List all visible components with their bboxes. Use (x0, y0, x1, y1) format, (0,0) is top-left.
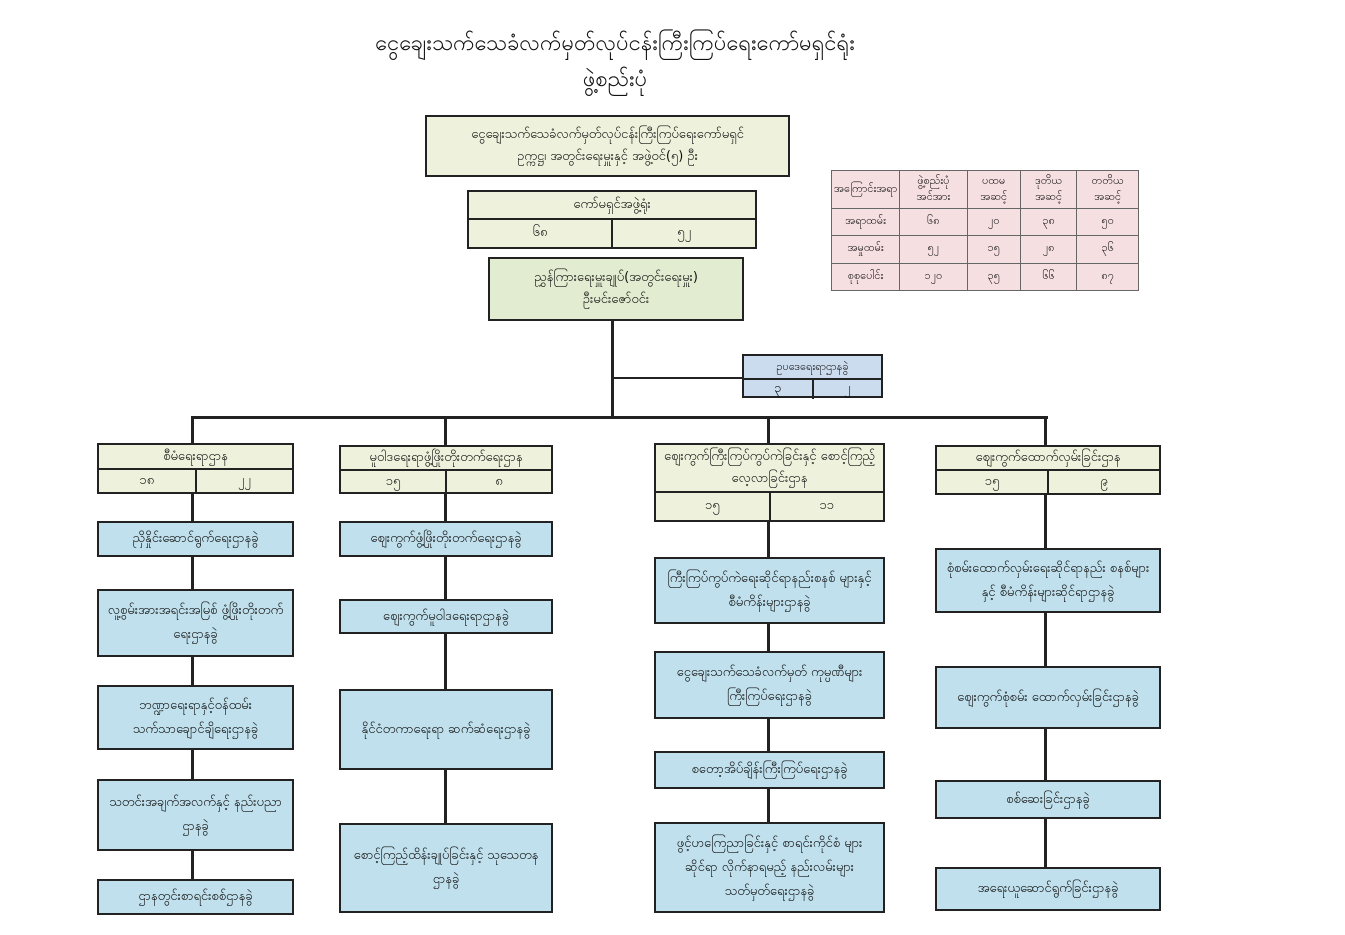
table-cell: ၅၂ (899, 235, 968, 264)
unit-box: နိုင်ငံတကာရေးရာ ဆက်ဆံရေးဌာနခွဲ (339, 689, 553, 770)
connector-line (611, 320, 614, 418)
table-cell: ၈၇ (1076, 262, 1139, 292)
legal-division-box: ဥပဒေရေးရာဌာနခွဲ ၃ ၂ (742, 354, 883, 399)
table-cell: အမှုထမ်း (830, 235, 901, 264)
table-row: စုစုပေါင်း၁၂၀၃၅၆၆၈၇ (830, 262, 1139, 292)
director-name: ဦးမင်းဇော်ဝင်း (582, 292, 650, 307)
unit-box: စောင့်ကြည့်ထိန်းချုပ်ခြင်းနှင့် သုသေတနဌာ… (339, 823, 553, 913)
table-cell: ၂၈ (1019, 235, 1078, 264)
commission-line2: ဥက္ကဋ္ဌ၊ အတွင်းရေးမှူးနှင့် အဖွဲ့ဝင်(၅) … (517, 149, 698, 164)
department-officers: ၁၅ (984, 473, 1000, 489)
department-officers: ၁၈ (139, 472, 155, 488)
connector-line (191, 416, 1048, 419)
office-box: ကော်မရှင်အဖွဲ့ရုံး ၆၈ ၅၂ (467, 190, 757, 249)
legal-division-label: ဥပဒေရေးရာဌာနခွဲ (776, 360, 849, 373)
commission-box: ငွေချေးသက်သေခံလက်မှတ်လုပ်ငန်းကြီးကြပ်ရေး… (425, 115, 790, 177)
department-staff: ၂၂ (194, 470, 293, 492)
unit-box: ဌာနတွင်းစာရင်းစစ်ဌာနခွဲ (97, 879, 294, 915)
table-cell: ၃၈ (1019, 207, 1078, 237)
department-box: စျေးကွက်ကြီးကြပ်ကွပ်ကဲခြင်းနှင့် စောင့်က… (654, 443, 885, 522)
table-cell: ၃၆ (1076, 235, 1139, 264)
unit-box: အရေးယူဆောင်ရွက်ခြင်းဌာနခွဲ (935, 867, 1161, 911)
unit-box: စျေးကွက်ဖွံ့ဖြိုးတိုးတက်ရေးဌာနခွဲ (339, 521, 553, 557)
table-cell: ၃၅ (966, 262, 1021, 292)
department-officers: ၁၅ (385, 473, 401, 489)
table-cell: ၁၅ (966, 235, 1021, 264)
department-staff: ၈ (445, 471, 551, 493)
unit-box: ဖွင့်ဟကြေညာခြင်းနှင့် စာရင်းကိုင်စံ များ… (654, 822, 885, 913)
table-cell: စုစုပေါင်း (830, 262, 901, 292)
commission-line1: ငွေချေးသက်သေခံလက်မှတ်လုပ်ငန်းကြီးကြပ်ရေး… (471, 127, 744, 142)
table-row: အမှုထမ်း၅၂၁၅၂၈၃၆ (830, 235, 1139, 264)
unit-box: ဘဏ္ဍာရေးရာနှင့်ဝန်ထမ်း သက်သာချောင်ချိရေး… (97, 685, 294, 750)
legal-division-staff: ၂ (811, 380, 882, 399)
office-label: ကော်မရှင်အဖွဲ့ရုံး (573, 197, 651, 212)
unit-box: စုံစမ်းထောက်လှမ်းရေးဆိုင်ရာနည်း စနစ်များ… (935, 548, 1161, 613)
page-title: ငွေချေးသက်သေခံလက်မှတ်လုပ်ငန်းကြီးကြပ်ရေး… (375, 31, 855, 56)
department-label: စီမံရေးရာဌာန (163, 448, 228, 464)
department-box: မူဝါဒရေးရာဖွံ့ဖြိုးတိုးတက်ရေးဌာန ၁၅ ၈ (339, 445, 553, 494)
table-cell: အရာထမ်း (830, 207, 901, 237)
department-staff: ၉ (1047, 471, 1159, 493)
table-cell: ၅၀ (1076, 207, 1139, 237)
department-box: စျေးကွက်ထောက်လှမ်းခြင်းဌာန ၁၅ ၉ (935, 445, 1161, 495)
unit-box: ငွေချေးသက်သေခံလက်မှတ် ကုမ္ပဏီများ ကြီးကြ… (654, 651, 885, 719)
table-row: အရာထမ်း၆၈၂၀၃၈၅၀ (830, 207, 1139, 237)
page-subtitle: ဖွဲ့စည်းပုံ (582, 67, 648, 92)
connector-line (1044, 417, 1047, 867)
director-box: ညွှန်ကြားရေးမှူးချုပ်(အတွင်းရေးမှူး) ဦးမ… (488, 257, 744, 321)
unit-box: စတော့အိပ်ချိန်းကြီးကြပ်ရေးဌာနခွဲ (654, 751, 885, 789)
unit-box: လူ့စွမ်းအားအရင်းအမြစ် ဖွံ့ဖြိုးတိုးတက်ရေ… (97, 589, 294, 657)
connector-line (612, 377, 742, 379)
department-label: မူဝါဒရေးရာဖွံ့ဖြိုးတိုးတက်ရေးဌာန (369, 450, 523, 465)
table-header: ဒုတိယ အဆင့် (1019, 170, 1078, 209)
staffing-table: အကြောင်းအရာ ဖွဲ့စည်းပုံ အင်အား ပထမ အဆင့်… (830, 170, 1139, 292)
table-cell: ၁၂၀ (899, 262, 968, 292)
table-cell: ၂၀ (966, 207, 1021, 237)
director-title: ညွှန်ကြားရေးမှူးချုပ်(အတွင်းရေးမှူး) (534, 270, 698, 285)
office-officers: ၆၈ (532, 225, 548, 240)
table-header: တတိယ အဆင့် (1076, 170, 1139, 209)
table-header: ဖွဲ့စည်းပုံ အင်အား (899, 170, 968, 209)
office-staff: ၅၂ (611, 220, 755, 247)
unit-box: ကြီးကြပ်ကွပ်ကဲရေးဆိုင်ရာနည်းစနစ် များနှင… (654, 557, 885, 624)
table-header: ပထမ အဆင့် (966, 170, 1021, 209)
unit-box: စစ်ဆေးခြင်းဌာနခွဲ (935, 780, 1161, 819)
department-label: စျေးကွက်ကြီးကြပ်ကွပ်ကဲခြင်းနှင့် စောင့်က… (663, 449, 875, 486)
unit-box: စျေးကွက်မူဝါဒရေးရာဌာနခွဲ (339, 599, 553, 634)
department-box: စီမံရေးရာဌာန ၁၈ ၂၂ (97, 443, 294, 494)
table-header: အကြောင်းအရာ (830, 170, 901, 209)
department-officers: ၁၅ (704, 498, 720, 513)
department-staff: ၁၁ (768, 493, 884, 520)
table-cell: ၆၆ (1019, 262, 1078, 292)
table-cell: ၆၈ (899, 207, 968, 237)
unit-box: ညှိနှိုင်းဆောင်ရွက်ရေးဌာနခွဲ (97, 521, 294, 557)
unit-box: သတင်းအချက်အလက်နှင့် နည်းပညာဌာနခွဲ (97, 779, 294, 851)
unit-box: စျေးကွက်စုံစမ်း ထောက်လှမ်းခြင်းဌာနခွဲ (935, 666, 1161, 729)
department-label: စျေးကွက်ထောက်လှမ်းခြင်းဌာန (975, 450, 1121, 465)
legal-division-officers: ၃ (774, 381, 782, 396)
